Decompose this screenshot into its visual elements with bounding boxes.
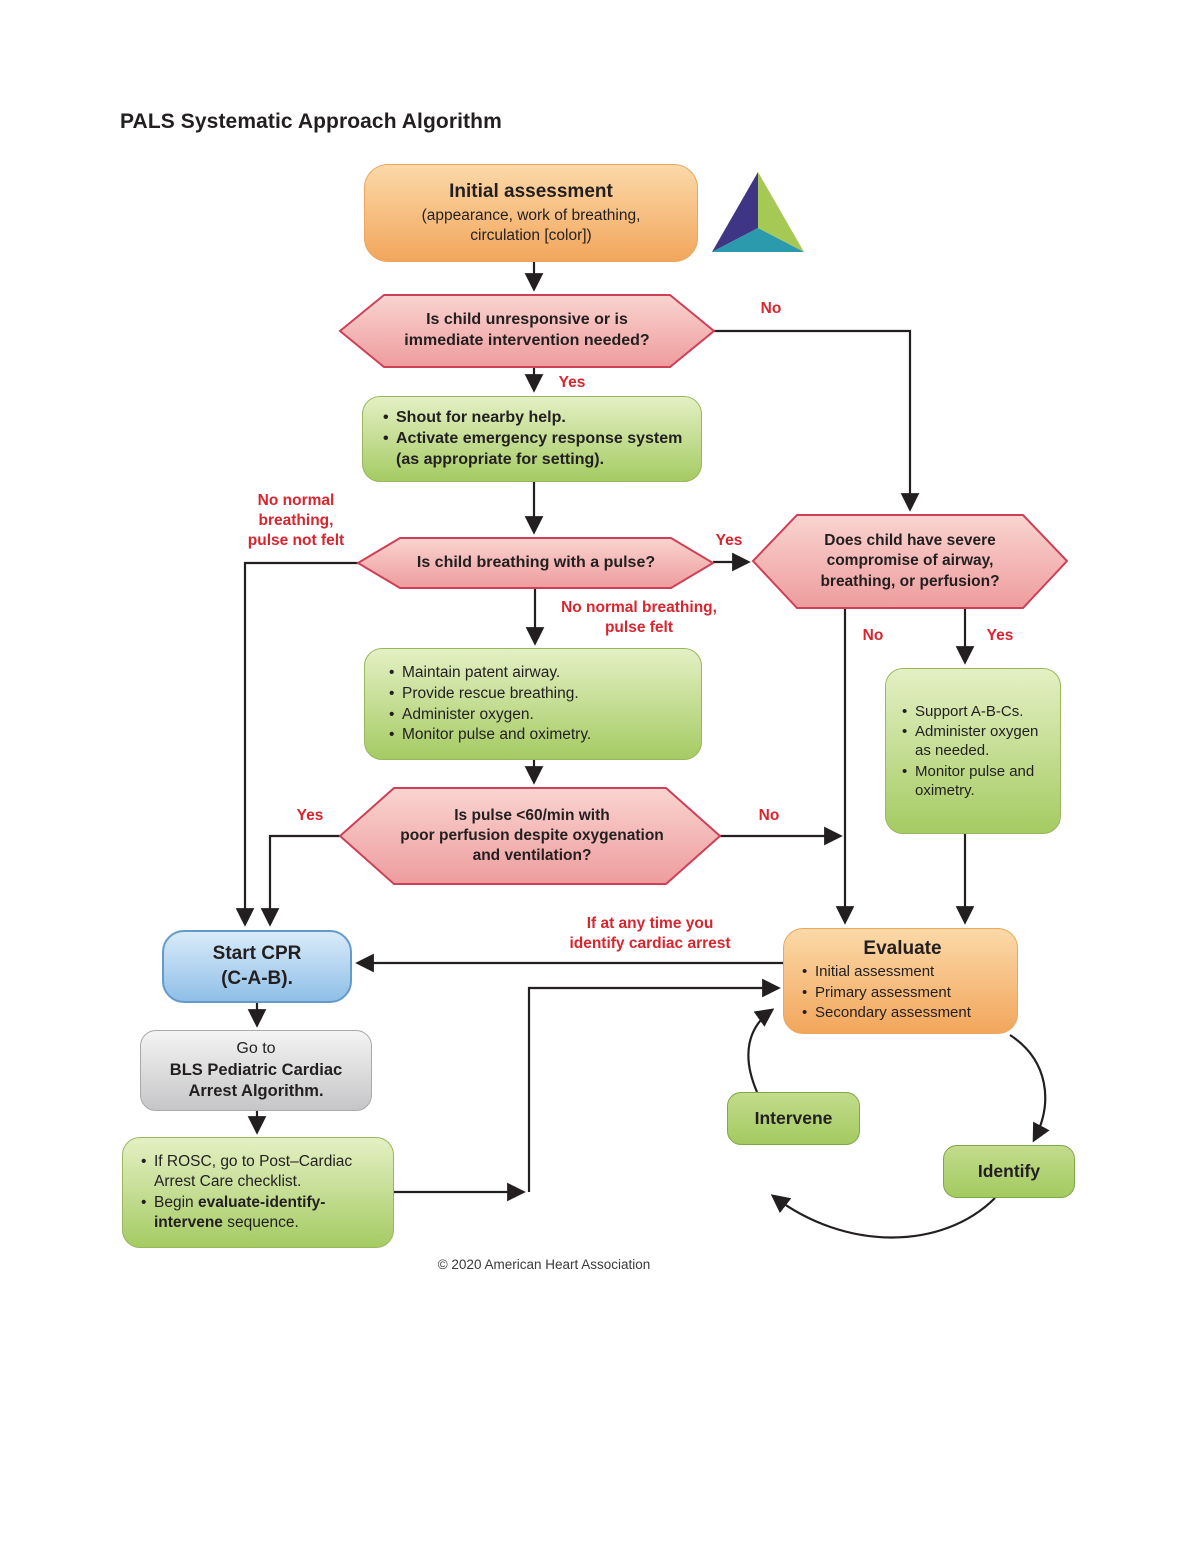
decision-pulse60-shape — [340, 788, 720, 884]
bullet-item: Activate emergency response system (as a… — [381, 429, 691, 470]
bullet-item: Support A-B-Cs. — [900, 702, 1054, 721]
page-title: PALS Systematic Approach Algorithm — [120, 110, 502, 133]
label-severe-yes: Yes — [986, 627, 1014, 644]
bullet-item: Secondary assessment — [800, 1003, 1011, 1022]
node-identify: Identify — [943, 1145, 1075, 1198]
bullet-item: Administer oxygen as needed. — [900, 722, 1054, 760]
label-severe-no: No — [862, 627, 884, 644]
arrow-corner-to-evaluate — [529, 978, 781, 1192]
triangle-left-face — [712, 172, 758, 252]
pediatric-assessment-triangle-logo — [712, 172, 804, 252]
goto-bls-line1: Go to — [236, 1040, 276, 1058]
label-cardiac-arrest-note: If at any time you identify cardiac arre… — [569, 915, 731, 953]
bullet-item: If ROSC, go to Post–Cardiac Arrest Care … — [139, 1152, 387, 1192]
bullet-item: Administer oxygen. — [387, 705, 693, 725]
initial-assessment-subtitle: (appearance, work of breathing, circulat… — [421, 207, 641, 245]
label-unresponsive-yes: Yes — [558, 374, 586, 391]
decision-pulse60-text: Is pulse <60/min with poor perfusion des… — [400, 806, 664, 865]
triangle-right-face — [758, 172, 804, 252]
arrow-unresponsive-no-to-severe — [714, 331, 920, 512]
label-no-breathing-no-pulse: No normal breathing, pulse not felt — [247, 492, 345, 550]
arrow-pulse60-yes-to-cpr — [260, 836, 340, 927]
evaluate-title: Evaluate — [863, 938, 942, 960]
bullet-item: Provide rescue breathing. — [387, 684, 693, 704]
decision-breathing-text: Is child breathing with a pulse? — [416, 553, 656, 571]
bullet-item: Monitor pulse and oximetry. — [387, 725, 693, 745]
label-pulse60-yes: Yes — [296, 807, 324, 824]
node-start-cpr: Start CPR (C-A-B). — [162, 930, 352, 1003]
bullet-item: Shout for nearby help. — [381, 408, 691, 429]
node-evaluate: Evaluate Initial assessment Primary asse… — [783, 928, 1018, 1034]
triangle-bottom-face — [712, 228, 804, 252]
decision-severe-text: Does child have severe compromise of air… — [820, 532, 1000, 590]
arc-evaluate-to-identify — [1010, 1035, 1050, 1143]
decision-breathing-shape — [358, 538, 713, 588]
decision-severe-shape — [753, 515, 1067, 608]
copyright-notice: © 2020 American Heart Association — [437, 1257, 651, 1272]
bullet-item: Begin evaluate-identify-intervene sequen… — [139, 1193, 387, 1233]
label-breathing-yes: Yes — [715, 532, 743, 549]
goto-bls-line2: BLS Pediatric Cardiac Arrest Algorithm. — [169, 1060, 343, 1100]
node-initial-assessment: Initial assessment (appearance, work of … — [364, 164, 698, 262]
arc-identify-to-intervene — [770, 1194, 995, 1238]
label-pulse60-no: No — [758, 807, 780, 824]
bullet-item: Primary assessment — [800, 983, 1011, 1002]
rosc-begin-text: Begin — [154, 1194, 198, 1211]
bullet-item: Initial assessment — [800, 962, 1011, 981]
rosc-sequence-bold: evaluate-identify-intervene — [154, 1194, 326, 1231]
node-rosc: If ROSC, go to Post–Cardiac Arrest Care … — [122, 1137, 394, 1248]
arc-intervene-to-evaluate — [748, 1008, 775, 1092]
bullet-item: Monitor pulse and oximetry. — [900, 762, 1054, 800]
node-shout-for-help: Shout for nearby help. Activate emergenc… — [362, 396, 702, 482]
rosc-sequence-tail: sequence. — [222, 1213, 299, 1231]
decision-unresponsive-shape — [340, 295, 714, 367]
decision-unresponsive-text: Is child unresponsive or is immediate in… — [404, 311, 650, 349]
bullet-item: Maintain patent airway. — [387, 663, 693, 683]
node-goto-bls: Go to BLS Pediatric Cardiac Arrest Algor… — [140, 1030, 372, 1111]
initial-assessment-title: Initial assessment — [449, 181, 613, 203]
node-intervene: Intervene — [727, 1092, 860, 1145]
node-support-abcs: Support A-B-Cs. Administer oxygen as nee… — [885, 668, 1061, 834]
label-no-breathing-pulse-felt: No normal breathing, pulse felt — [561, 599, 717, 637]
label-unresponsive-no: No — [760, 300, 782, 317]
node-maintain-airway: Maintain patent airway. Provide rescue b… — [364, 648, 702, 760]
arrow-breathing-left-to-cpr — [235, 563, 358, 927]
